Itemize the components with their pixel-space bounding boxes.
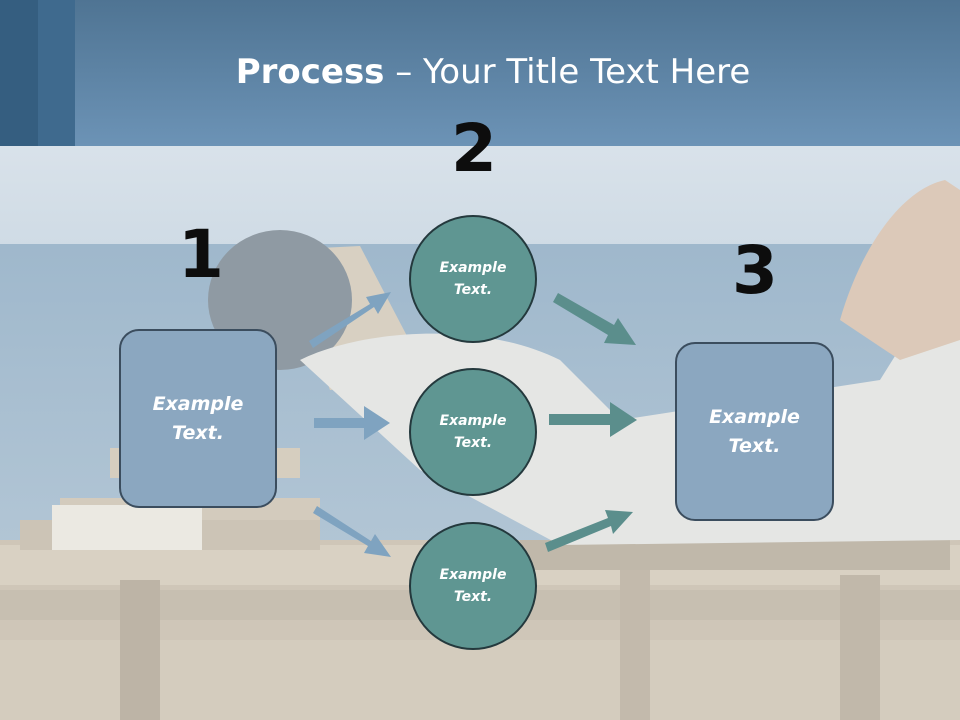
- slide-title: Process – Your Title Text Here: [0, 52, 960, 92]
- step1-box: Example Text.: [119, 329, 277, 508]
- step2-node-bottom: Example Text.: [409, 522, 537, 650]
- step2-node-top: Example Text.: [409, 215, 537, 343]
- header-accent-stripe: [0, 0, 38, 146]
- arrow-to-node-middle: [314, 406, 390, 440]
- step-number-3: 3: [732, 232, 778, 309]
- title-rest: – Your Title Text Here: [384, 52, 751, 92]
- step2-node-middle: Example Text.: [409, 368, 537, 496]
- step-number-2: 2: [451, 110, 497, 187]
- node-label: Example Text.: [439, 412, 507, 451]
- node-label: Example Text.: [439, 259, 507, 298]
- arrow-from-node-bottom: [545, 510, 633, 552]
- arrow-from-node-middle: [549, 402, 637, 437]
- header-band: [0, 0, 960, 146]
- title-bold: Process: [235, 52, 385, 92]
- arrow-from-node-top: [553, 293, 636, 345]
- step3-box-label: Example Text.: [709, 406, 800, 457]
- step-number-1: 1: [178, 216, 224, 293]
- arrow-to-node-bottom: [313, 506, 391, 557]
- arrow-to-node-top: [309, 292, 391, 348]
- header-accent-stripe: [38, 0, 75, 146]
- node-label: Example Text.: [439, 566, 507, 605]
- step3-box: Example Text.: [675, 342, 834, 521]
- step1-box-label: Example Text.: [152, 393, 244, 444]
